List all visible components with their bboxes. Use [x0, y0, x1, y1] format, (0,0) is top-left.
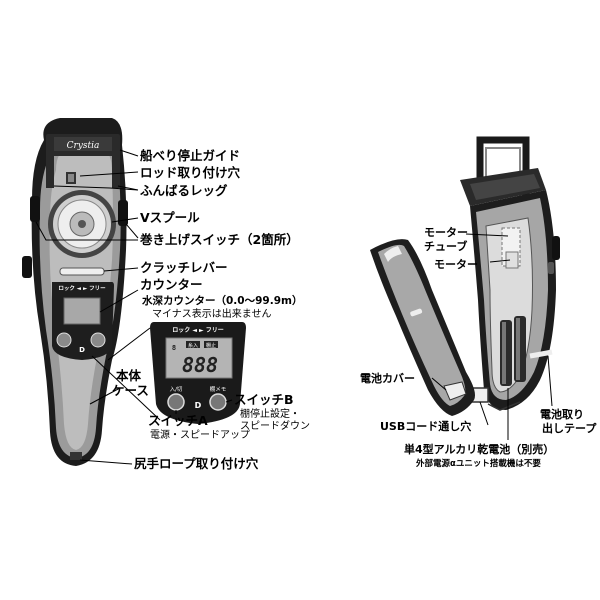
daiwa-logo: D — [79, 346, 85, 354]
zoom-link-bottom — [91, 355, 161, 421]
lead-legs-1 — [53, 185, 139, 191]
winding-switch-left[interactable] — [30, 196, 40, 222]
zoom-link-top — [107, 327, 151, 361]
lead-battery-cover — [431, 377, 447, 391]
label-motor-tube-2: チューブ — [424, 239, 467, 253]
switch-a-button[interactable] — [167, 393, 185, 411]
label-guide: 船べり停止ガイド — [140, 148, 240, 163]
side-tab-right-2 — [548, 262, 554, 274]
label-winding-switch: 巻き上げスイッチ（2箇所） — [139, 232, 299, 247]
side-tab-left — [22, 256, 32, 278]
lead-clutch — [103, 267, 139, 272]
lead-vspool — [111, 217, 139, 223]
clutch-lever[interactable] — [59, 267, 105, 276]
battery-2-shine — [516, 318, 520, 380]
mini-lcd — [63, 297, 101, 325]
label-body-case-2: ケース — [112, 383, 149, 398]
lead-counter — [99, 289, 139, 313]
lcd-tag-right-bg — [204, 341, 218, 348]
label-tail-rope: 尻手ロープ取り付け穴 — [134, 456, 259, 471]
lead-usb — [479, 401, 489, 426]
label-legs: ふんばるレッグ — [140, 183, 228, 198]
lead-tail-rope — [79, 459, 133, 465]
btn-b-label: 棚メモ — [210, 385, 227, 393]
lcd-screen — [165, 337, 233, 379]
lead-battery-tape — [547, 355, 553, 407]
battery-cover-tip — [443, 381, 467, 401]
label-counter: カウンター — [140, 277, 203, 292]
reel-front-view: Crystia ロック ◄ ► フリー D — [22, 118, 128, 466]
label-battery-cover: 電池カバー — [360, 371, 415, 385]
battery-tape[interactable] — [529, 349, 553, 359]
zoom-lock-free: ロック ◄ ► フリー — [172, 326, 224, 334]
battery-cover-notch — [410, 308, 423, 317]
guide-bar-face — [54, 137, 112, 151]
lcd-small-digit: 8 — [172, 344, 176, 352]
lead-winding-2 — [125, 223, 139, 239]
lead-winding-1 — [35, 221, 138, 241]
label-aa-battery: 単4型アルカリ乾電池（別売） — [404, 442, 554, 456]
label-motor-tube-1: モーター — [424, 226, 468, 239]
lead-rod-hole — [79, 171, 139, 177]
guide-rod-left — [46, 154, 54, 188]
mini-button-a[interactable] — [56, 332, 72, 348]
battery-1-shine — [502, 322, 506, 384]
lock-free-label: ロック ◄ ► フリー — [58, 284, 106, 292]
open-tail-rope — [487, 401, 521, 411]
guide-rod-right — [112, 154, 120, 188]
label-body-case-1: 本体 — [116, 368, 142, 383]
top-cap-face — [470, 174, 540, 200]
lead-switch-b — [225, 399, 233, 403]
label-motor: モーター — [434, 258, 478, 271]
mini-button-b[interactable] — [90, 332, 106, 348]
label-switch-b-desc-2: スピードダウン — [240, 419, 310, 432]
tail-rope-hole — [70, 452, 82, 460]
brand-logo: Crystia — [67, 141, 100, 151]
lead-motor-tube — [465, 233, 509, 237]
label-battery-tape-1: 電池取り — [540, 407, 584, 421]
lcd-digits: 888 — [182, 353, 218, 377]
label-switch-a-desc: 電源・スピードアップ — [150, 428, 250, 441]
btn-a-label: 入/切 — [170, 386, 183, 393]
label-switch-b-desc-1: 棚停止設定・ — [240, 407, 300, 420]
switch-b-button[interactable] — [209, 393, 227, 411]
label-switch-a: スイッチA — [148, 413, 208, 428]
control-panel-zoom: ロック ◄ ► フリー 糸入 棚止 8 888 入/切 棚メモ D — [150, 322, 246, 424]
label-battery-tape-2: 出しテープ — [542, 421, 597, 435]
label-depth-counter: 水深カウンター（0.0～99.9m） — [141, 294, 302, 307]
lcd-tag-left: 糸入 — [188, 342, 198, 349]
left-leaders — [35, 149, 233, 465]
label-switch-b: スイッチB — [234, 392, 294, 407]
side-tab-right-1 — [552, 236, 560, 260]
battery-cover — [378, 244, 466, 406]
label-rod-hole: ロッド取り付け穴 — [140, 165, 241, 180]
zoom-daiwa-logo: D — [195, 401, 202, 410]
lead-body-case — [89, 387, 121, 405]
lead-guide — [119, 149, 139, 157]
reel-open-view — [370, 136, 560, 416]
label-usb: USBコード通し穴 — [380, 419, 471, 433]
battery-cover-latch — [384, 246, 402, 262]
right-leaders — [431, 233, 553, 440]
rod-hole-inner — [68, 174, 74, 182]
lcd-tag-left-bg — [186, 341, 200, 348]
label-vspool: Vスプール — [140, 210, 200, 225]
label-minus-note: マイナス表示は出来ません — [152, 307, 272, 320]
lcd-tag-right: 棚止 — [206, 342, 216, 349]
label-clutch: クラッチレバー — [140, 260, 228, 275]
winding-switch-right[interactable] — [118, 200, 128, 226]
label-aa-note: 外部電源αユニット搭載機は不要 — [415, 458, 541, 469]
lead-motor — [489, 259, 511, 263]
spool-center — [78, 220, 86, 228]
lead-legs-2 — [117, 185, 139, 191]
